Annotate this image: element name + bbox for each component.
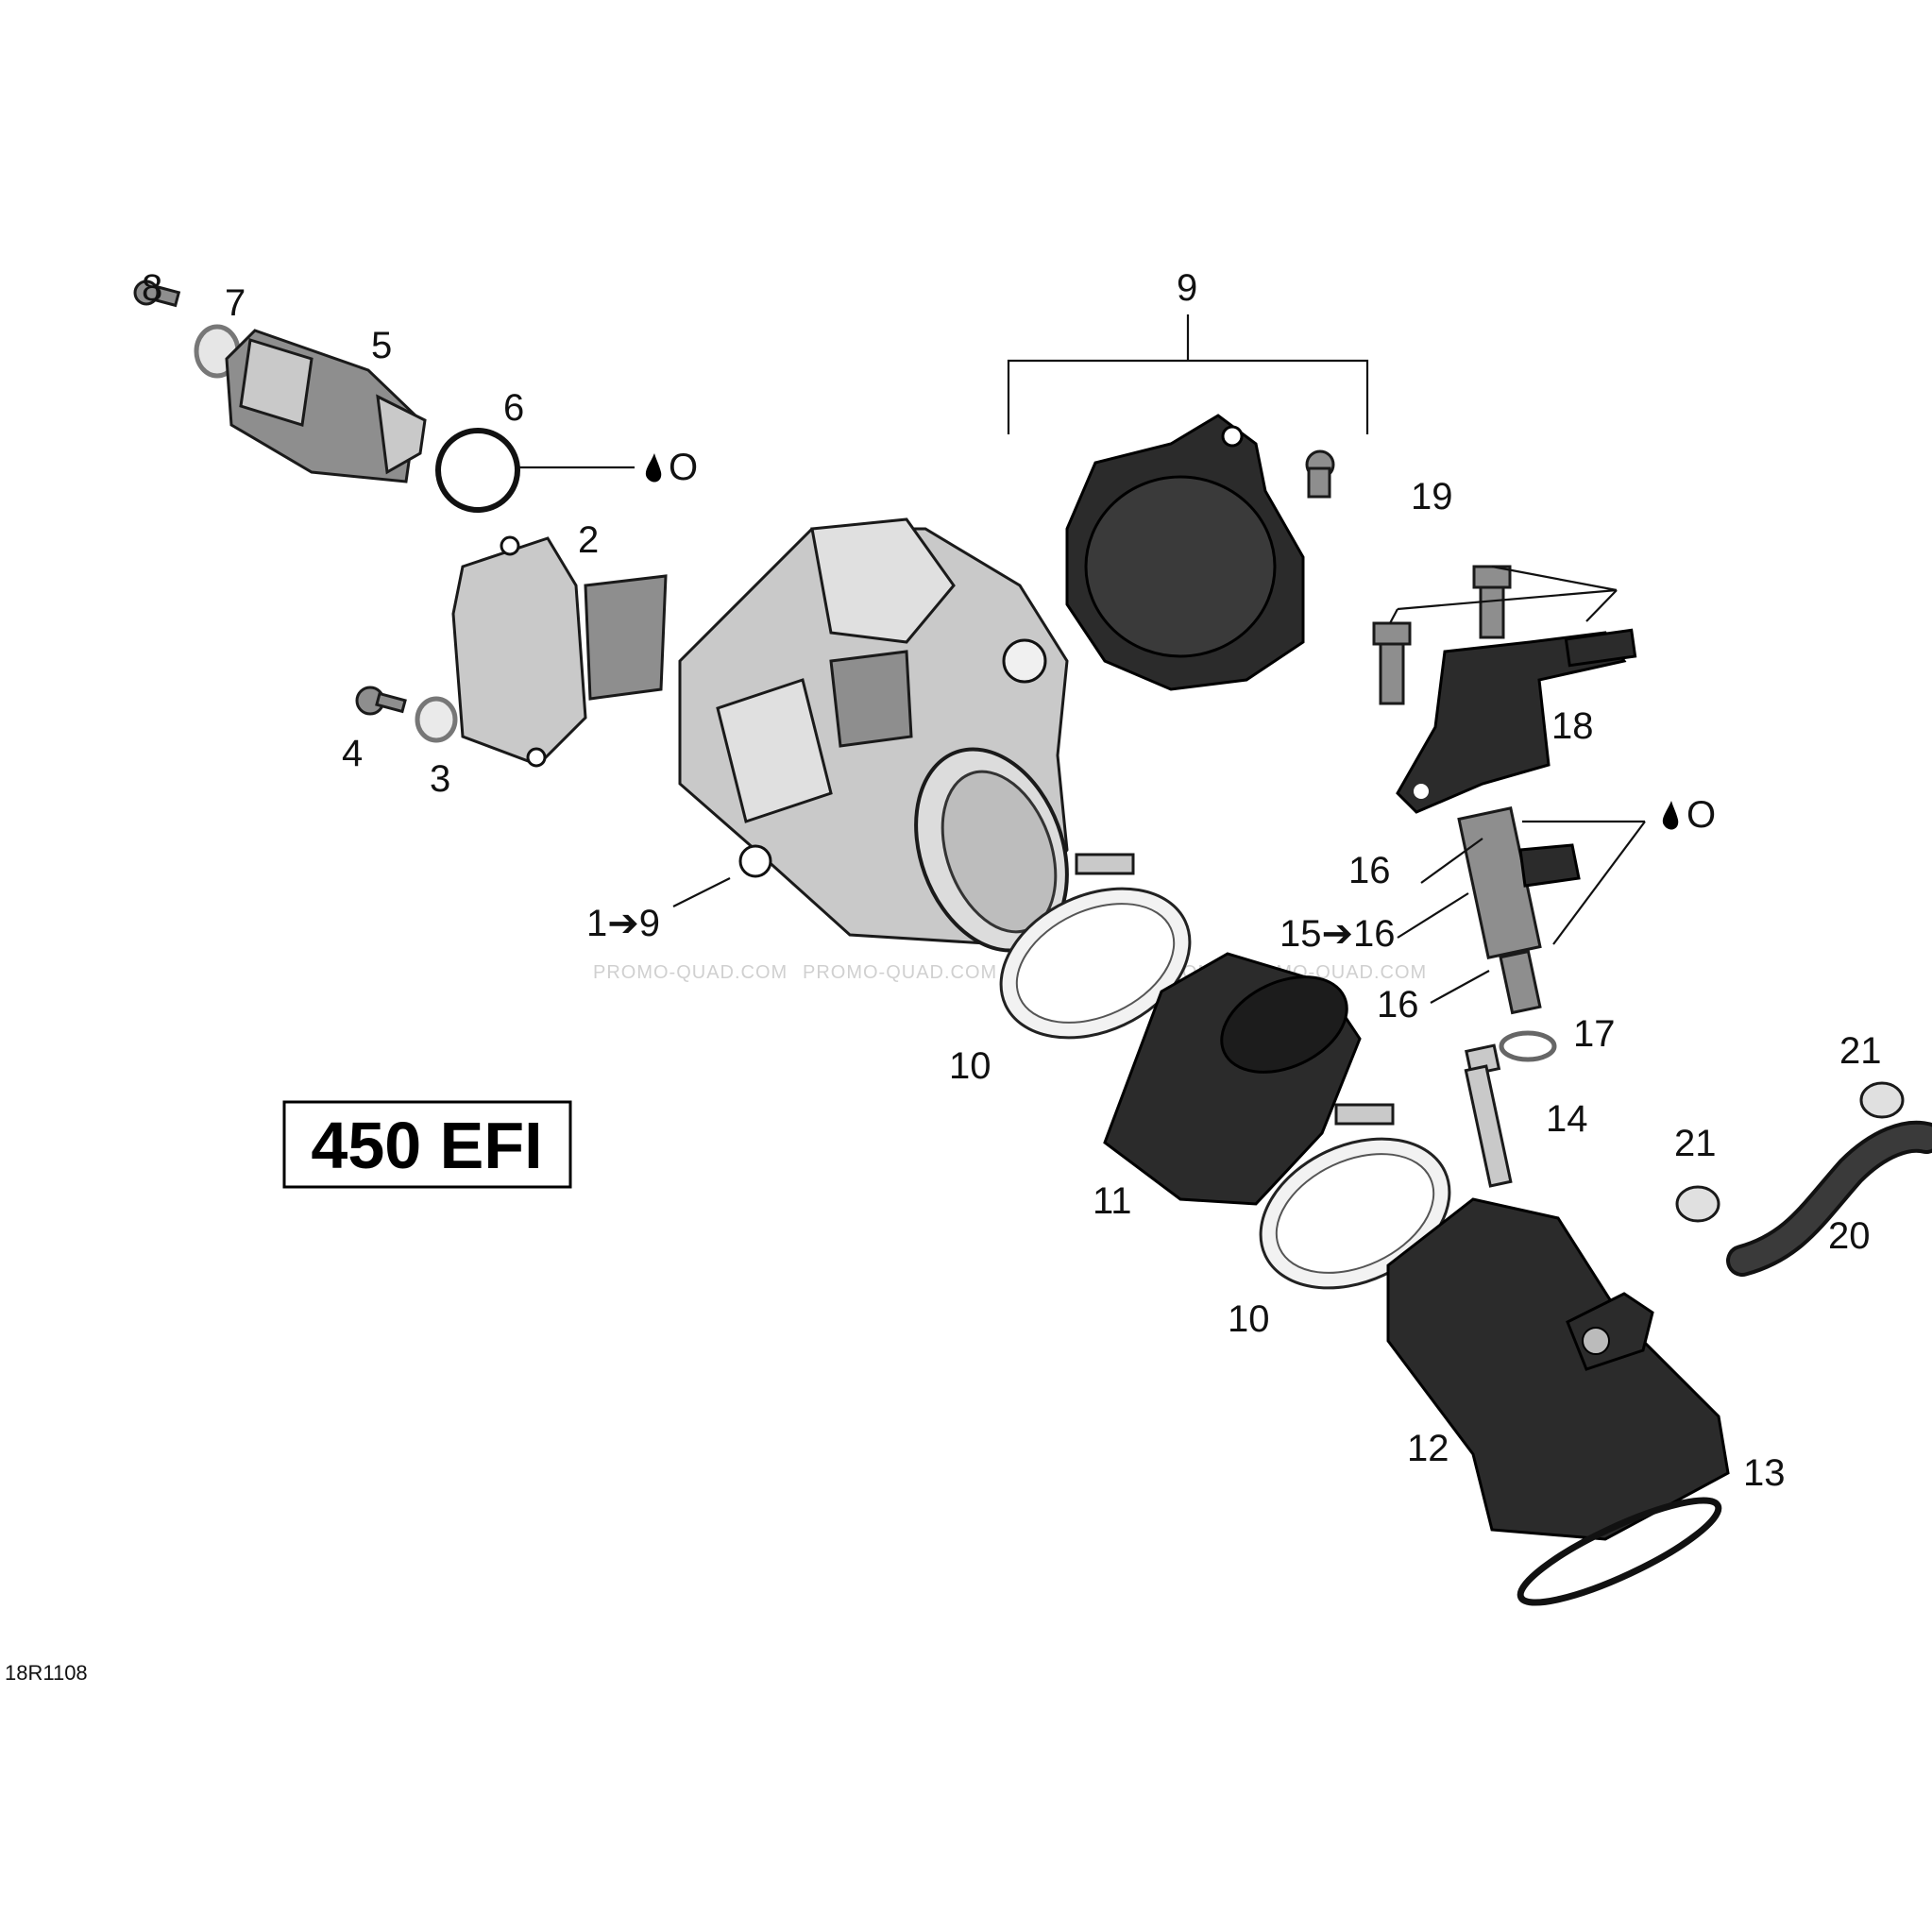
lube-letter-6: O <box>669 447 698 488</box>
callout-14: 14 <box>1546 1098 1588 1140</box>
callout-9: 9 <box>1177 267 1197 309</box>
callout-7: 7 <box>225 282 246 324</box>
callout-19: 19 <box>1411 476 1453 517</box>
callout-21b: 21 <box>1674 1123 1717 1164</box>
leader-lube-injector <box>1552 821 1646 945</box>
lubricant-symbol-6: O <box>645 447 698 488</box>
part-8-screw <box>133 280 181 308</box>
lubricant-symbol-16: O <box>1662 794 1716 836</box>
part-5-sensor <box>225 329 427 483</box>
part-20-hose <box>1726 1120 1932 1277</box>
watermark-1: PROMO-QUAD.COM <box>593 962 788 983</box>
callout-11: 11 <box>1093 1180 1132 1222</box>
leader-19a <box>1585 589 1618 622</box>
part-11-boot <box>1103 952 1362 1206</box>
part-15-injector <box>1457 806 1581 1015</box>
leader-19c <box>1389 608 1398 624</box>
part-4-screw <box>355 686 407 716</box>
callout-1: 1➔9 <box>586 903 660 944</box>
part-13-o-ring <box>1517 1497 1722 1606</box>
leader-16a <box>1420 838 1483 884</box>
callout-16b: 16 <box>1377 984 1419 1025</box>
part-6-o-ring <box>435 428 520 513</box>
callout-21a: 21 <box>1839 1030 1882 1072</box>
throttle-body <box>678 517 1069 953</box>
callout-10b: 10 <box>1228 1298 1270 1340</box>
figure-id: 18R1108 <box>5 1661 88 1685</box>
part-14-bolt <box>1464 1043 1513 1188</box>
part-10-clamp-upper <box>999 853 1192 1040</box>
callout-8: 8 <box>142 267 162 309</box>
callout-6: 6 <box>503 387 524 429</box>
part-21-clamp-upper <box>1859 1081 1905 1119</box>
callout-16a: 16 <box>1348 850 1391 891</box>
part-18-fuel-rail <box>1396 628 1637 814</box>
part-12-manifold <box>1386 1197 1730 1541</box>
callout-3: 3 <box>430 758 450 800</box>
callout-12: 12 <box>1407 1428 1449 1469</box>
callout-15: 15➔16 <box>1280 913 1396 955</box>
part-10-clamp-lower <box>1259 1103 1451 1290</box>
bracket-9 <box>1007 314 1369 434</box>
leader-1 <box>672 877 731 907</box>
model-label: 450 EFI <box>311 1109 542 1182</box>
lube-letter-16: O <box>1686 794 1716 836</box>
callout-5: 5 <box>371 325 392 366</box>
part-9-cover <box>1065 414 1335 691</box>
leader-15 <box>1397 892 1469 939</box>
leader-16b <box>1430 970 1490 1004</box>
callout-18: 18 <box>1551 705 1594 747</box>
part-17-seal <box>1499 1030 1557 1062</box>
part-19-screws <box>1372 565 1512 705</box>
part-2-position-sensor <box>451 535 668 768</box>
leader-19b <box>1397 588 1618 611</box>
callout-20: 20 <box>1828 1215 1871 1257</box>
leader-19d <box>1491 565 1618 592</box>
callout-13: 13 <box>1743 1452 1786 1494</box>
callout-17: 17 <box>1573 1013 1616 1055</box>
callout-2: 2 <box>578 519 599 561</box>
part-3-washer <box>415 696 458 743</box>
model-label-box: 450 EFI <box>282 1100 572 1189</box>
part-21-clamp-lower <box>1675 1185 1720 1223</box>
watermark-2: PROMO-QUAD.COM <box>803 962 997 983</box>
callout-4: 4 <box>342 733 363 774</box>
callout-10a: 10 <box>949 1045 991 1087</box>
